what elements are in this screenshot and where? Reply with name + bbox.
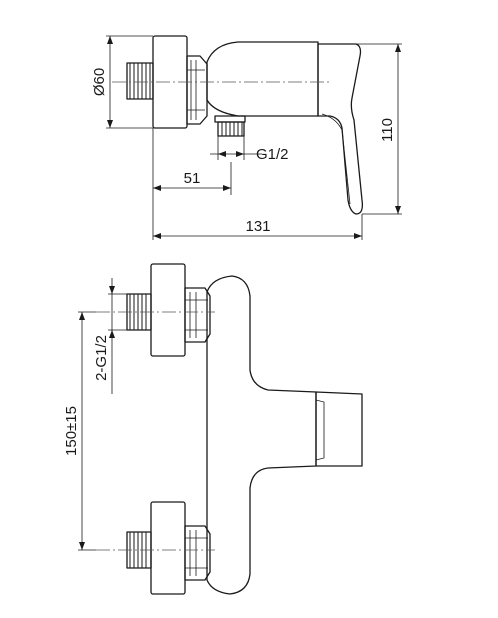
- side-view: Ø60 G1/2 51 131: [91, 35, 402, 240]
- front-body: [206, 275, 317, 595]
- side-dim-length-label: 131: [245, 218, 270, 235]
- front-flange-top: [150, 263, 186, 357]
- side-dim-offset: 51: [152, 128, 232, 240]
- side-outlet-thread: [214, 115, 246, 137]
- front-dim-thread-pair-label: 2-G1/2: [93, 335, 110, 381]
- side-lever-handle: [317, 43, 364, 215]
- side-dim-diameter: Ø60: [91, 35, 153, 129]
- side-dim-diameter-label: Ø60: [91, 68, 108, 96]
- side-dim-height-label: 110: [379, 118, 396, 142]
- side-dim-length: 131: [153, 214, 363, 240]
- side-dim-thread: G1/2: [210, 136, 289, 163]
- side-inlet-thread: [126, 62, 154, 100]
- front-lever-cap: [315, 391, 363, 467]
- front-flange-bottom: [150, 501, 186, 595]
- front-dim-thread-pair: 2-G1/2: [93, 278, 127, 394]
- front-view: 150±15 2-G1/2: [63, 263, 363, 595]
- side-dim-height: 110: [340, 43, 402, 215]
- side-body: [206, 41, 319, 117]
- side-nut: [186, 55, 208, 125]
- front-nut-bottom: [184, 525, 211, 581]
- front-nut-top: [184, 287, 211, 343]
- front-dim-spacing: 150±15: [63, 311, 96, 551]
- side-dim-offset-label: 51: [184, 170, 201, 187]
- side-dim-thread-label: G1/2: [256, 146, 289, 163]
- front-dim-spacing-label: 150±15: [63, 406, 80, 456]
